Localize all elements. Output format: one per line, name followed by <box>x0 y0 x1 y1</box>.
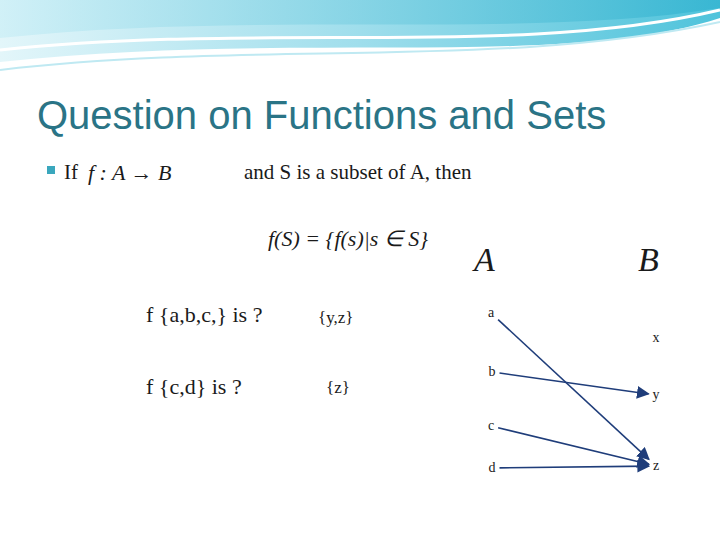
mapping-arrow <box>500 466 649 468</box>
element-name: b <box>489 364 496 379</box>
question-text: f {a,b,c,} is ? <box>146 302 262 327</box>
bullet <box>47 166 55 174</box>
element-name: c <box>488 418 494 433</box>
set-element: z <box>649 456 663 475</box>
formula: f : A → B <box>88 160 172 185</box>
answer-text: {y,z} <box>318 308 354 328</box>
answer-text: {z} <box>326 378 350 398</box>
question-text: f {c,d} is ? <box>146 374 242 399</box>
bullet-text: and S is a subset of A, then <box>244 160 471 184</box>
element-name: a <box>488 305 494 320</box>
mapping-arrow <box>500 373 649 394</box>
header-wave-line <box>0 10 720 50</box>
mapping-arrow <box>498 320 649 460</box>
slide-title: Question on Functions and Sets <box>37 92 606 138</box>
header-wave-line <box>0 22 720 70</box>
set-element: y <box>649 385 664 404</box>
set-element: a <box>484 303 498 322</box>
element-name: y <box>653 387 660 402</box>
element-name: d <box>489 460 496 475</box>
set-element: x <box>649 328 664 347</box>
mapping-arrow <box>498 428 649 465</box>
formula: f(S) = {f(s)|s ∈ S} <box>268 226 428 251</box>
set-element: b <box>485 362 500 381</box>
bullet-text: If <box>64 160 78 184</box>
element-name: z <box>653 458 659 473</box>
set-element: d <box>485 458 500 477</box>
header-wave <box>0 0 720 38</box>
set-name: A <box>474 240 495 279</box>
set-element: c <box>484 416 498 435</box>
element-name: x <box>653 330 660 345</box>
set-name: B <box>638 240 659 279</box>
